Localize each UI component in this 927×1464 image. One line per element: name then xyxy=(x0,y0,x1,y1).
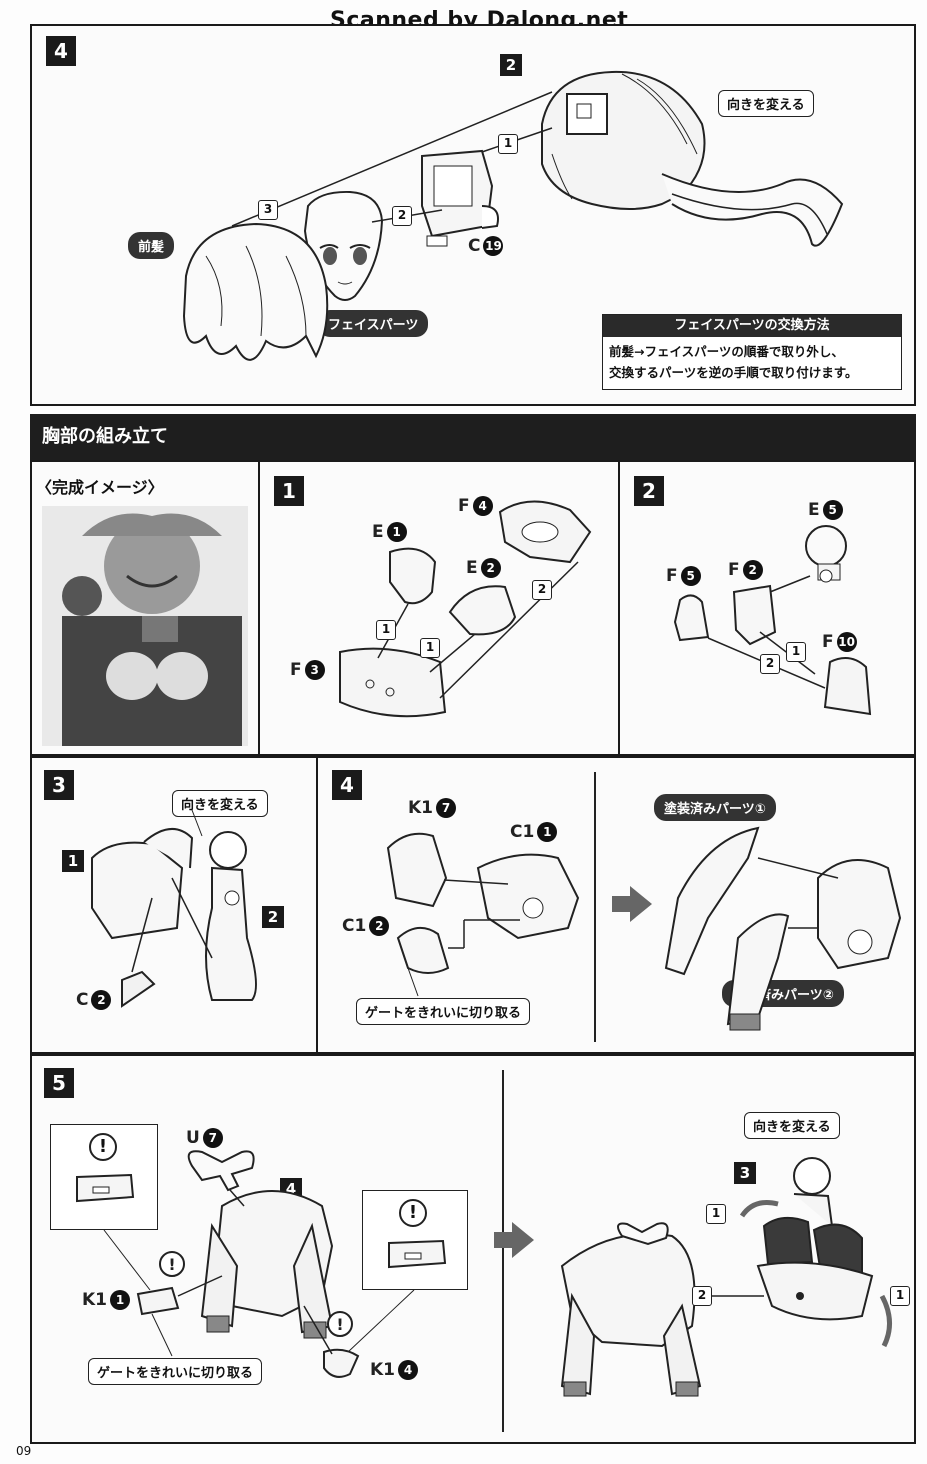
exchange-method-box: フェイスパーツの交換方法 前髪→フェイスパーツの順番で取り外し、 交換するパーツ… xyxy=(602,314,902,390)
sequence-2: 2 xyxy=(760,654,780,674)
chest-section-header: 胸部の組み立て xyxy=(30,414,916,460)
turn-direction-note: 向きを変える xyxy=(172,790,268,817)
front-hair-illustration xyxy=(182,222,329,361)
face-parts-label: フェイスパーツ xyxy=(318,310,429,337)
gate-detail-illustration xyxy=(76,1173,135,1203)
step-number: 4 xyxy=(332,770,362,800)
exchange-method-line2: 交換するパーツを逆の手順で取り付けます。 xyxy=(609,365,858,380)
chest4-left-illustration xyxy=(386,832,580,997)
gate-cut-note: ゲートをきれいに切り取る xyxy=(356,998,531,1025)
turn-direction-note: 向きを変える xyxy=(744,1112,840,1139)
step-number: 4 xyxy=(46,36,76,66)
chest5-left-illustration: ! ! xyxy=(103,1150,415,1378)
sequence-1a: 1 xyxy=(376,620,396,640)
step-number: 1 xyxy=(274,476,304,506)
front-hair-label: 前髪 xyxy=(128,232,175,259)
complete-image-title: 〈完成イメージ〉 xyxy=(36,478,164,497)
sequence-1: 1 xyxy=(498,134,518,154)
chest4-right-illustration xyxy=(664,826,902,1031)
ref-assembly-3: 3 xyxy=(734,1162,756,1184)
sub-step-ref: 2 xyxy=(500,54,522,76)
ref-assembly-2: 2 xyxy=(262,906,284,928)
chest1-illustration xyxy=(339,500,592,718)
gate-cut-note: ゲートをきれいに切り取る xyxy=(88,1358,263,1385)
face-frame-part-illustration xyxy=(421,149,499,247)
next-arrow xyxy=(494,1222,534,1258)
gate-detail-illustration-2 xyxy=(388,1239,447,1269)
complete-image-panel: 〈完成イメージ〉 xyxy=(30,460,260,756)
exchange-method-title: フェイスパーツの交換方法 xyxy=(603,315,901,337)
complete-image-photo xyxy=(42,506,248,746)
painted-part-1-label: 塗装済みパーツ① xyxy=(654,794,776,821)
sequence-1: 1 xyxy=(786,642,806,662)
chest5-right-illustration xyxy=(560,1157,892,1397)
back-hair-illustration xyxy=(541,70,844,247)
ref-assembly-1: 1 xyxy=(62,850,84,872)
panel-divider xyxy=(502,1070,504,1432)
chest2-illustration xyxy=(673,525,872,716)
step-number: 5 xyxy=(44,1068,74,1098)
panel-divider xyxy=(594,772,596,1042)
sequence-1b: 1 xyxy=(890,1286,910,1306)
sequence-1a: 1 xyxy=(706,1204,726,1224)
sequence-3: 3 xyxy=(258,200,278,220)
turn-direction-note: 向きを変える xyxy=(718,90,814,117)
step-number: 2 xyxy=(634,476,664,506)
svg-text:!: ! xyxy=(336,1315,343,1334)
next-arrow xyxy=(612,886,652,922)
page-number: 09 xyxy=(16,1444,32,1458)
warning-icon: ! xyxy=(399,1199,427,1227)
exchange-method-line1: 前髪→フェイスパーツの順番で取り外し、 xyxy=(609,344,844,359)
sequence-1b: 1 xyxy=(420,638,440,658)
svg-text:!: ! xyxy=(168,1255,175,1274)
sequence-2: 2 xyxy=(692,1286,712,1306)
step-number: 3 xyxy=(44,770,74,800)
chest3-illustration xyxy=(91,809,257,1008)
detail-callout-right: ! xyxy=(362,1190,468,1290)
sequence-2: 2 xyxy=(532,580,552,600)
sequence-2: 2 xyxy=(392,206,412,226)
warning-icon: ! xyxy=(89,1133,117,1161)
detail-callout-left: ! xyxy=(50,1124,158,1230)
